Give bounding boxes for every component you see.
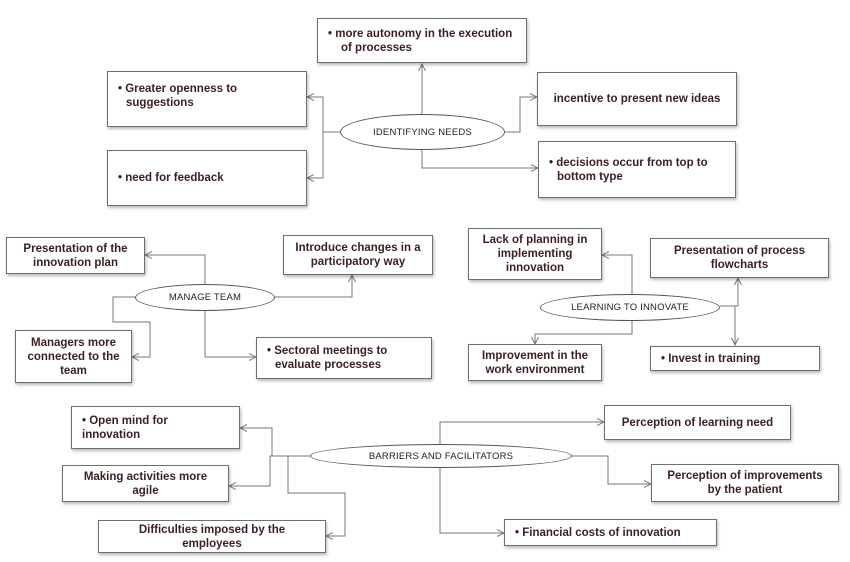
box-incentive: incentive to present new ideas [537,72,737,126]
box-flowcharts: Presentation of process flowcharts [650,238,829,278]
box-introduce-changes-line-2: participatory way [310,256,406,268]
box-openness-line-2: suggestions [126,97,194,109]
connector-identifying-incentive [505,97,537,133]
box-decisions: • decisions occur from top to bottom typ… [538,141,736,198]
box-openness-line-1: • Greater openness to [118,83,238,95]
box-agile: Making activities more agile [62,465,229,502]
box-open-mind-line-1: • Open mind for innovation [82,414,168,441]
box-incentive-line-1: incentive to present new ideas [553,93,721,105]
box-introduce-changes: Introduce changes in a participatory way [283,235,433,275]
box-perception-learning: Perception of learning need [604,405,791,440]
box-introduce-changes-line-1: Introduce changes in a [295,242,421,254]
connector-barriers-openmind [240,428,310,457]
connector-learning-improvement [535,321,633,344]
connector-learning-lack [602,255,633,294]
box-financial-costs: • Financial costs of innovation [504,519,717,546]
box-perception-improvements-line-1: Perception of improvements [667,470,823,482]
hub-barriers-facilitators: BARRIERS AND FACILITATORS [310,444,572,468]
box-perception-improvements-line-2: by the patient [707,484,783,496]
box-autonomy-line-1: • more autonomy in the execution [328,28,513,40]
connector-barriers-difficulties [287,456,346,536]
box-presentation-plan-line-2: innovation plan [33,256,118,269]
box-improvement-env-line-1: Improvement in the [481,349,589,362]
box-presentation-plan: Presentation of the innovation plan [6,237,145,274]
box-flowcharts-line-2: flowcharts [710,259,769,271]
box-decisions-line-1: • decisions occur from top to [549,156,708,169]
connector-identifying-openness [307,97,340,133]
connector-manage-presentation [145,255,206,284]
box-difficulties-line-1: Difficulties imposed by the employees [138,523,286,550]
box-difficulties: Difficulties imposed by the employees [98,520,326,553]
box-agile-line-1: Making activities more [83,470,208,483]
box-invest-training-line-1: • Invest in training [661,352,761,365]
box-lack-planning-line-3: innovation [505,262,565,274]
box-lack-planning-line-2: implementing [497,248,573,260]
connector-barriers-financial [439,468,504,533]
connector-identifying-feedback [307,131,340,178]
box-autonomy-line-2: of processes [341,42,412,54]
box-feedback: • need for feedback [107,150,307,206]
box-perception-improvements: Perception of improvements by the patien… [651,464,839,502]
box-sectoral-meetings: • Sectoral meetings to evaluate processe… [256,337,432,379]
hub-manage-team: MANAGE TEAM [135,284,275,311]
box-improvement-env: Improvement in the work environment [468,344,602,381]
connector-barriers-agile [229,455,310,486]
box-feedback-line-1: • need for feedback [118,172,224,184]
box-lack-planning: Lack of planning in implementing innovat… [468,228,602,280]
box-managers-connected-line-2: connected to the [27,350,120,363]
connector-identifying-decisions [421,150,538,168]
box-improvement-env-line-2: work environment [485,363,585,376]
box-agile-line-2: agile [132,484,159,497]
hub-learning-to-innovate: LEARNING TO INNOVATE [540,294,720,321]
hub-identifying-needs: IDENTIFYING NEEDS [340,114,505,150]
box-managers-connected-line-1: Managers more [30,336,116,349]
connector-manage-managers [204,310,256,357]
box-invest-training: • Invest in training [650,346,820,371]
connector-barriers-perception-improvements [572,455,651,484]
connector-learning-flowcharts [720,278,738,307]
box-lack-planning-line-1: Lack of planning in [482,234,588,246]
box-presentation-plan-line-1: Presentation of the [23,242,128,255]
box-autonomy: • more autonomy in the execution of proc… [317,18,527,63]
box-managers-connected-line-3: team [60,364,87,377]
box-financial-costs-line-1: • Financial costs of innovation [515,526,681,539]
box-managers-connected: Managers more connected to the team [15,330,132,383]
box-sectoral-meetings-line-1: • Sectoral meetings to [267,345,388,357]
connector-manage-sectoral [112,296,151,357]
connector-barriers-perception-learning [439,422,604,444]
box-open-mind: • Open mind for innovation [71,406,240,449]
box-decisions-line-2: bottom type [557,170,623,183]
box-sectoral-meetings-line-2: evaluate processes [275,359,382,371]
box-perception-learning-line-1: Perception of learning need [621,416,774,429]
box-flowcharts-line-1: Presentation of process [673,245,805,257]
box-openness: • Greater openness to suggestions [107,71,307,127]
connector-manage-introduce [275,275,352,298]
